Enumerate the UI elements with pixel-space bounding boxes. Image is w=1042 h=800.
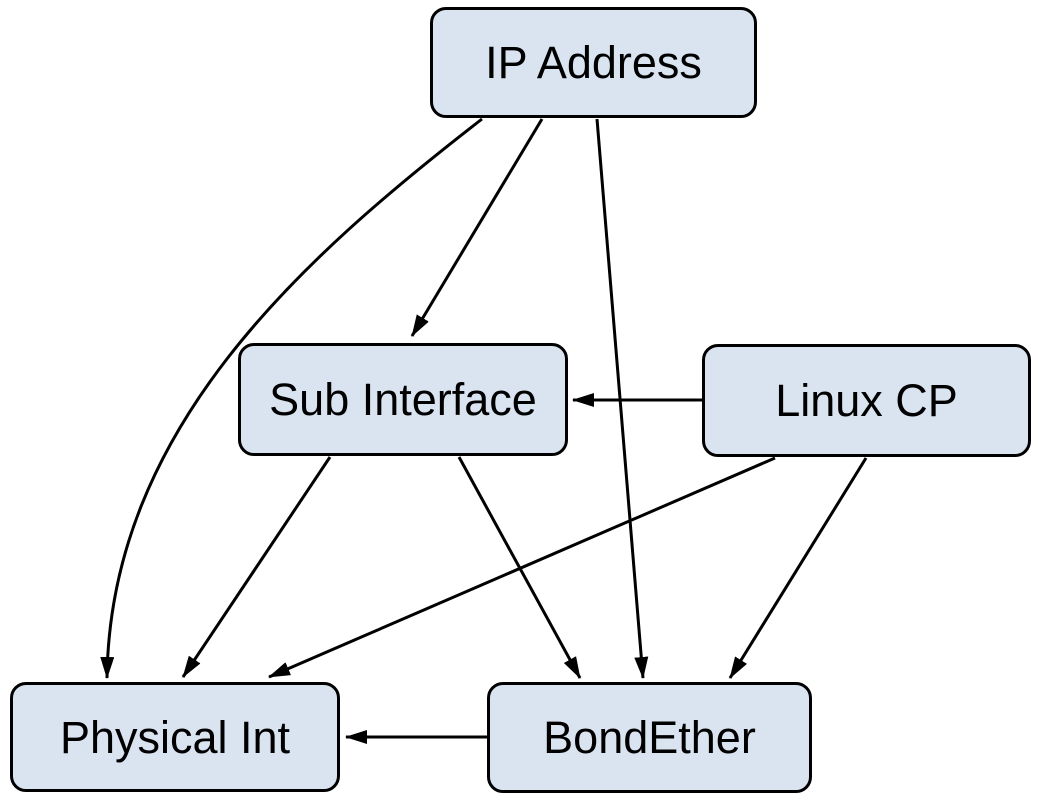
edge-ip-address-to-sub-interface	[410, 118, 544, 337]
edge-linux-cp-to-bond-ether	[728, 457, 868, 679]
edge-ip-address-to-physical-int	[100, 117, 483, 679]
node-physical-int: Physical Int	[10, 682, 340, 792]
edge-linux-cp-to-physical-int	[268, 456, 776, 679]
node-bond-ether: BondEther	[487, 682, 812, 793]
node-sub-interface: Sub Interface	[238, 343, 568, 456]
node-ip-address: IP Address	[430, 7, 757, 118]
node-sub-interface-label: Sub Interface	[269, 374, 537, 425]
node-physical-int-label: Physical Int	[59, 711, 291, 763]
node-ip-address-label: IP Address	[485, 37, 702, 88]
node-linux-cp: Linux CP	[702, 344, 1031, 457]
edge-sub-interface-to-physical-int	[181, 456, 332, 678]
edge-sub-interface-to-bond-ether	[457, 456, 582, 679]
node-linux-cp-label: Linux CP	[775, 375, 958, 426]
node-bond-ether-label: BondEther	[543, 712, 756, 763]
